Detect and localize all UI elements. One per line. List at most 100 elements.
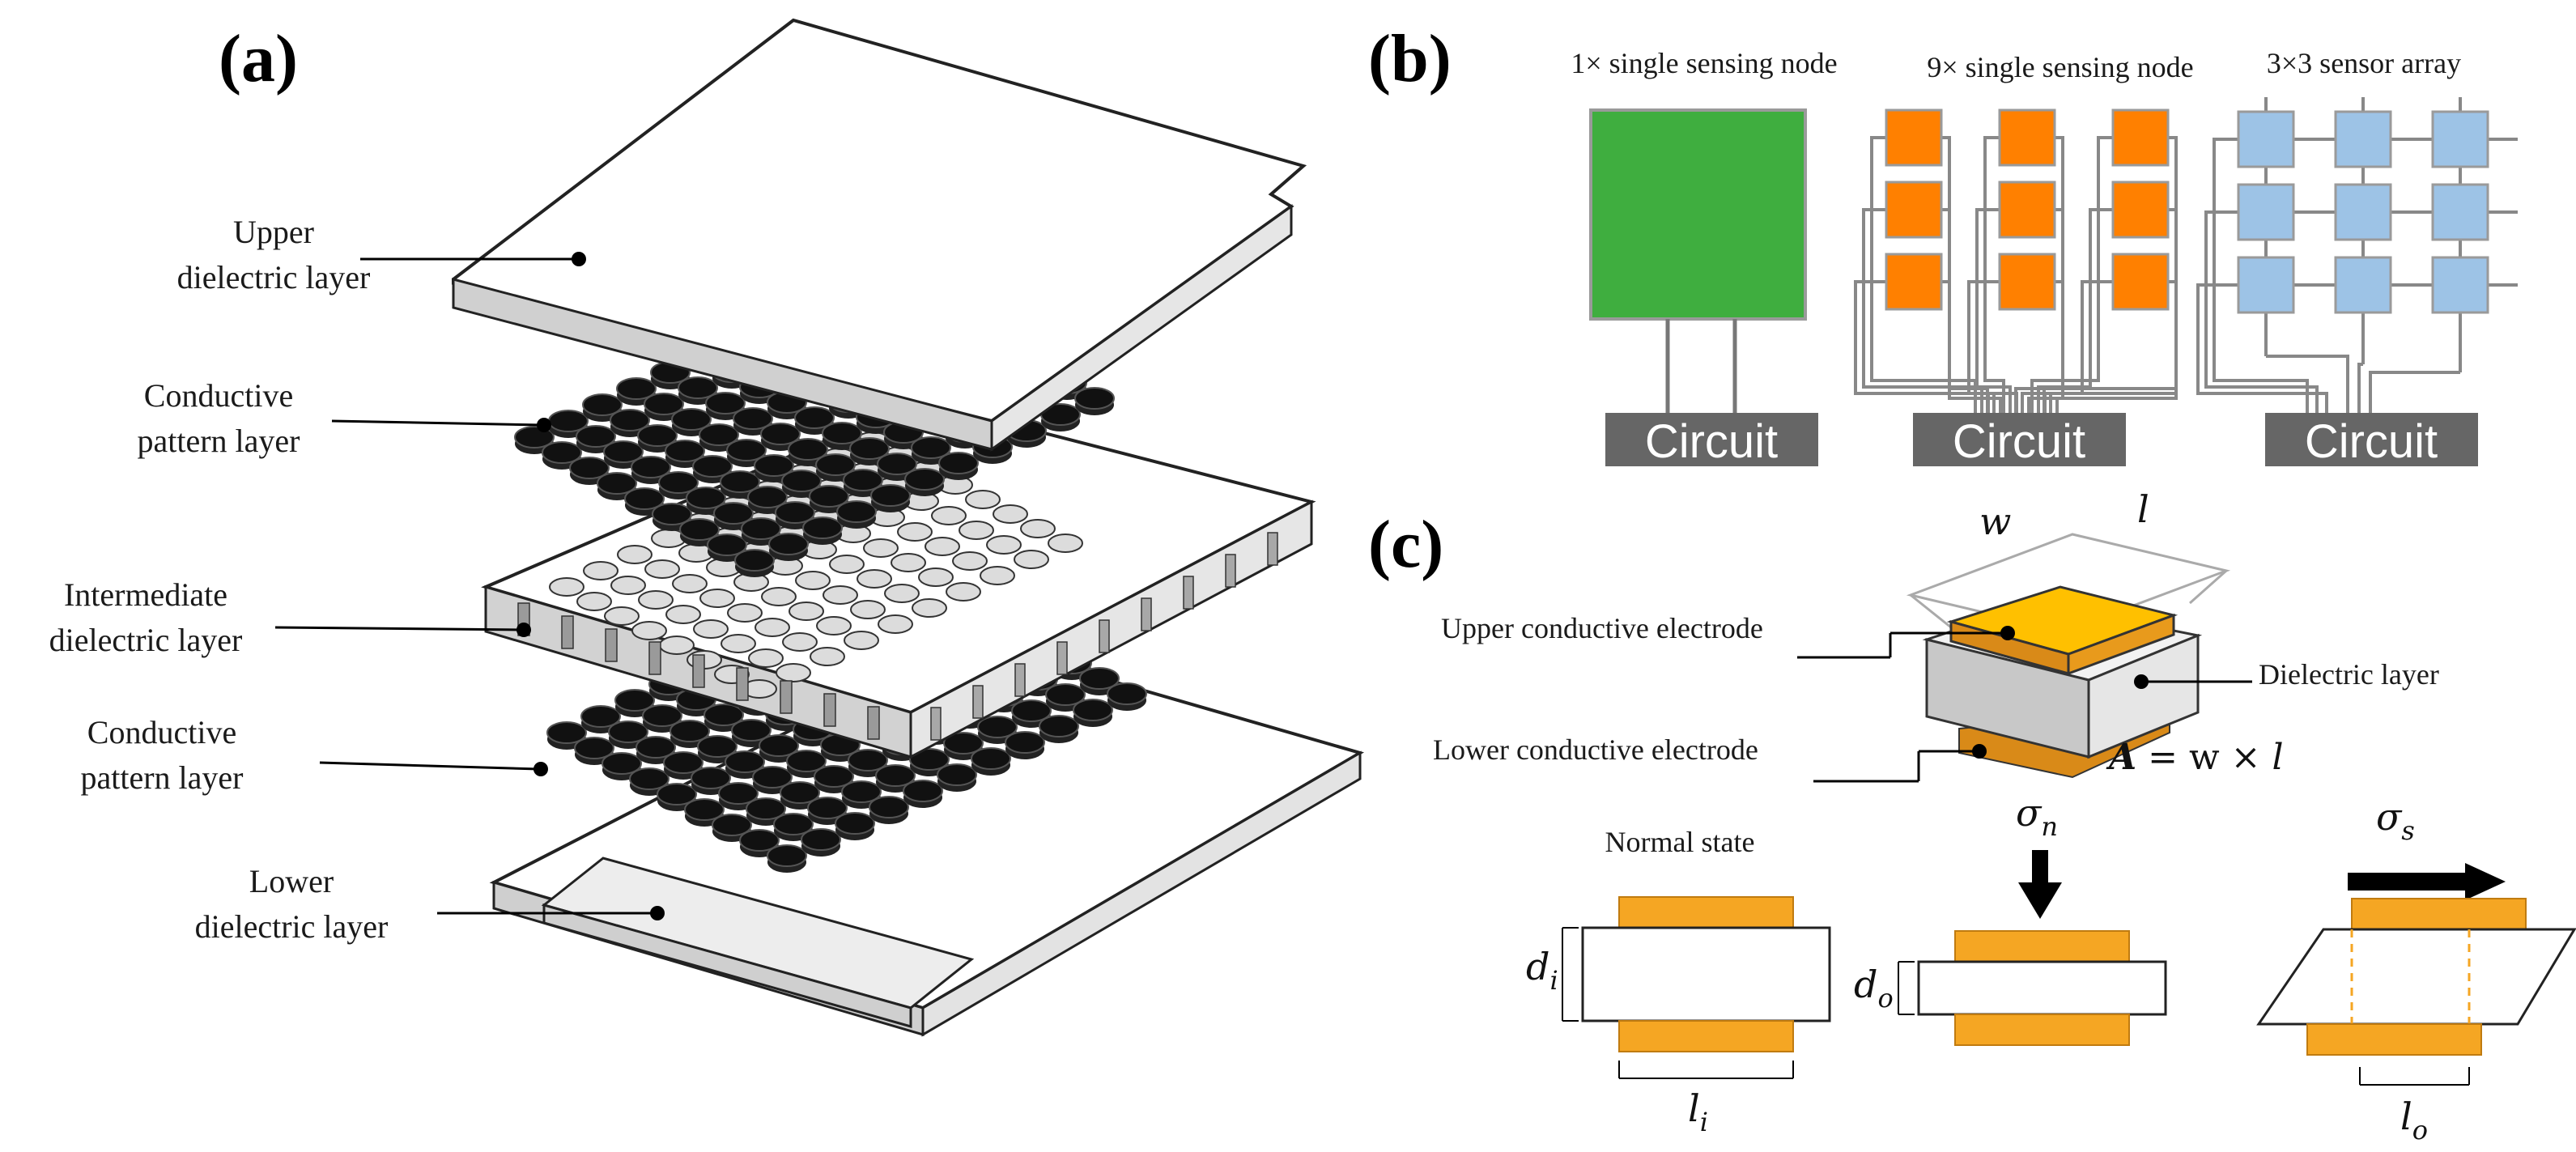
dielectric-hole [931, 506, 967, 525]
dielectric-label: Dielectric layer [2259, 658, 2439, 691]
nine-node-sensor-pad [1885, 181, 1943, 239]
edge-notch [1141, 597, 1152, 631]
lo-symbol: lo [2400, 1095, 2428, 1146]
edge-notch [780, 680, 793, 714]
nine-node-sensor-pad [2111, 108, 2170, 167]
title-single-node: 1× single sensing node [1571, 47, 1837, 79]
dielectric-hole [823, 585, 858, 605]
edge-notch [736, 667, 749, 701]
upper-conductive-pad-top [713, 502, 754, 525]
lower-conductive-pad-top [909, 748, 950, 771]
lower-conductive-pad-top [937, 763, 977, 786]
sensor-wire [1967, 280, 2018, 413]
dielectric-hole [863, 538, 899, 558]
nine-node-sensor-pad [2111, 253, 2170, 311]
upper-conductive-pad-top [542, 441, 582, 464]
sensor-array-diagram: Circuit [2196, 97, 2518, 468]
upper-conductive-pad-top [822, 422, 862, 444]
lower-conductive-pad-top [1005, 731, 1045, 754]
nine-node-sensor-pad [1998, 108, 2056, 167]
lower-conductive-pad-top [629, 767, 670, 790]
nine-node-sensor-pad [2111, 181, 2170, 239]
sensor-wire [2030, 136, 2113, 413]
upper-conductive-pad-top [843, 469, 883, 491]
sensor-wire [1870, 136, 1977, 413]
lower-conductive-pad-top [752, 766, 793, 789]
dielectric-hole [631, 621, 667, 640]
dielectric-hole [665, 605, 701, 624]
upper-conductive-pad-top [686, 487, 726, 509]
edge-notch [1056, 641, 1068, 675]
array-sensor-pad [2237, 256, 2295, 314]
shear-stress-diagram: σs lo [2256, 795, 2576, 1146]
dielectric-hole [850, 600, 886, 619]
upper-conductive-pad-top [741, 517, 781, 540]
lower-conductive-pad-top [601, 752, 642, 775]
dielectric-hole [761, 587, 797, 606]
lower-conductive-pad-top [780, 781, 820, 804]
shear-force-arrow [2465, 863, 2506, 900]
label-cond2-line2: pattern layer [81, 759, 244, 796]
lower-conductive-pad-top [574, 737, 614, 759]
upper-conductive-pad-top [726, 439, 767, 461]
dielectric-hole [965, 490, 1001, 509]
dielectric-hole [727, 603, 763, 623]
nine-node-sensor-pad [1885, 253, 1943, 311]
upper-conductive-pad-top [794, 406, 835, 429]
upper-conductive-pad-top [904, 468, 945, 491]
edge-notch [1267, 532, 1278, 566]
upper-conductive-pad-top [720, 470, 760, 493]
nine-node-sensor-pad [1998, 181, 2056, 239]
upper-conductive-pad-top [734, 549, 775, 572]
lower-conductive-pad-top [1045, 683, 1086, 706]
lower-conductive-pad-top [1073, 699, 1113, 721]
di-symbol: di [1526, 945, 1558, 996]
upper-conductive-pad-top [597, 472, 637, 495]
upper-conductive-pad-top [631, 456, 671, 478]
lower-conductive-pad-top [691, 767, 731, 789]
edge-notch [1225, 554, 1236, 588]
array-col-wire [2357, 363, 2363, 413]
label-cond1-line2: pattern layer [138, 423, 300, 459]
dielectric-hole [925, 537, 960, 556]
width-symbol: w [1979, 499, 2011, 543]
edge-notch [605, 628, 618, 662]
label-upper-line2: dielectric layer [177, 259, 371, 295]
array-col-wire [2369, 371, 2460, 413]
dielectric-hole [672, 574, 708, 593]
sensor-wire [1862, 208, 1983, 413]
lower-conductive-pad-top [746, 797, 786, 820]
lower-conductive-pad-top [773, 813, 814, 835]
title-nine-nodes: 9× single sensing node [1927, 51, 2193, 83]
area-formula: A = w × l [2106, 737, 2284, 778]
normal-stress-diagram: σn do [1854, 791, 2167, 1046]
dielectric-hole [795, 571, 831, 590]
edge-notch [972, 685, 984, 719]
exploded-sensor-diagram [452, 18, 1365, 1037]
dielectric-hole [617, 545, 653, 564]
do-symbol: do [1854, 963, 1894, 1014]
intermediate-edge-notches [517, 532, 1278, 741]
normal-state-label: Normal state [1605, 826, 1755, 858]
upper-conductive-pad-top [637, 424, 678, 447]
panel-a-label: (a) [219, 21, 298, 96]
dielectric-hole [604, 606, 640, 626]
upper-conductive-pad-top [760, 423, 801, 445]
panel-c-callouts: Upper conductive electrode Dielectric la… [1433, 612, 2439, 783]
single-sensing-node-diagram: Circuit [1589, 108, 1818, 468]
dielectric-hole [789, 602, 824, 621]
dielectric-hole [884, 584, 920, 603]
dielectric-hole [610, 576, 646, 595]
upper-conductive-pad-top [938, 452, 979, 474]
edge-notch [561, 615, 574, 649]
area-rhs: = w × [2136, 737, 2272, 778]
sensor-wire [1941, 280, 2002, 413]
upper-conductive-pad-top [678, 376, 718, 399]
lower-conductive-pad-top [848, 749, 888, 772]
upper-conductive-pad-top [802, 516, 843, 539]
dielectric-hole [857, 569, 892, 589]
label-lower-line2: dielectric layer [195, 908, 389, 945]
label-intermediate-line1: Intermediate [64, 576, 227, 613]
lower-conductive-pad-top [767, 844, 807, 867]
upper-conductive-pad-top [775, 501, 815, 524]
